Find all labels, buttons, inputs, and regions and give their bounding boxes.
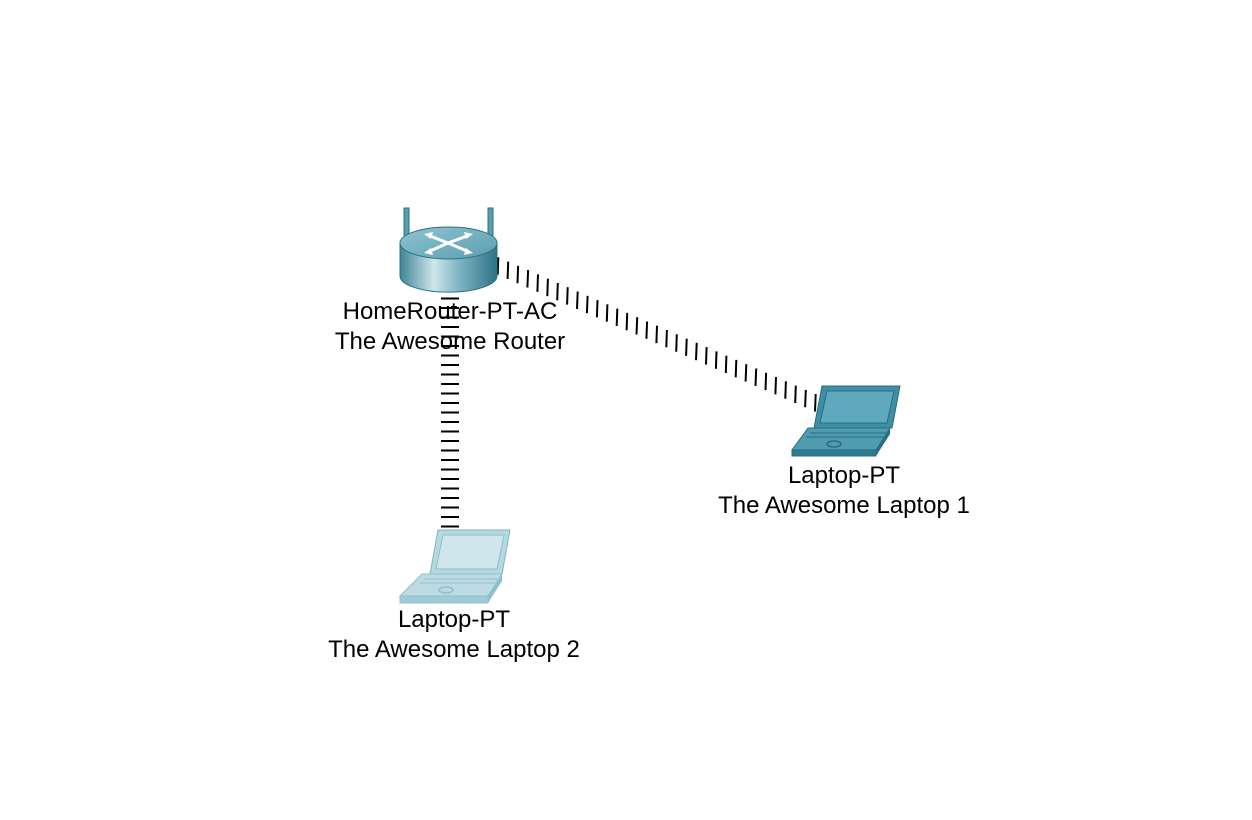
laptop2-model: Laptop-PT (397, 606, 511, 633)
wireless-link-hatch (754, 368, 758, 386)
laptop-icon[interactable] (791, 385, 901, 457)
wireless-link-hatch (595, 300, 599, 318)
wireless-link-hatch (695, 342, 698, 361)
router-model: HomeRouter-PT-AC (342, 298, 558, 325)
wireless-link-hatch (615, 308, 619, 327)
wireless-link-hatch (705, 347, 708, 365)
wireless-link-hatch (625, 312, 629, 331)
wireless-link-hatch (605, 304, 609, 322)
wireless-link-hatch (774, 376, 777, 395)
wireless-link-hatch (784, 381, 787, 399)
wireless-link-hatch (734, 359, 738, 378)
wireless-link-hatch (744, 364, 748, 382)
laptop2-label: Laptop-PT The Awesome Laptop 2 (328, 605, 580, 665)
wireless-link-hatch (536, 274, 539, 292)
wireless-link-hatch (685, 338, 688, 356)
wireless-link-router-laptop2[interactable] (441, 269, 459, 528)
router-name: The Awesome Router (334, 328, 566, 355)
wireless-link-hatch (506, 261, 510, 280)
wireless-link-hatch (496, 257, 500, 275)
wireless-link-hatch (566, 287, 569, 305)
wireless-link-hatch (655, 325, 658, 344)
wireless-link-hatch (645, 321, 649, 339)
wireless-link-hatch (546, 278, 549, 297)
wireless-link-hatch (635, 317, 639, 335)
wireless-link-hatch (576, 291, 579, 309)
wireless-link-hatch (814, 394, 817, 412)
wireless-router-icon[interactable] (399, 207, 498, 293)
wireless-link-hatch (526, 270, 530, 288)
router-label: HomeRouter-PT-AC The Awesome Router (335, 297, 565, 357)
wireless-link-hatch (675, 334, 678, 352)
wireless-link-hatch (585, 295, 589, 314)
laptop1-model: Laptop-PT (787, 462, 901, 489)
wireless-link-hatch (516, 265, 520, 284)
wireless-link-router-laptop1[interactable] (496, 257, 827, 416)
laptop1-label: Laptop-PT The Awesome Laptop 1 (718, 461, 970, 521)
wireless-link-hatch (794, 385, 797, 404)
laptop-icon[interactable] (398, 529, 511, 604)
laptop2-name: The Awesome Laptop 2 (328, 636, 580, 663)
wireless-link-hatch (714, 351, 718, 369)
laptop1-name: The Awesome Laptop 1 (718, 492, 970, 519)
wireless-link-hatch (724, 355, 728, 374)
wireless-link-hatch (665, 329, 668, 348)
wireless-link-hatch (804, 389, 807, 408)
wireless-link-hatch (556, 282, 559, 301)
wireless-link-hatch (764, 372, 768, 391)
